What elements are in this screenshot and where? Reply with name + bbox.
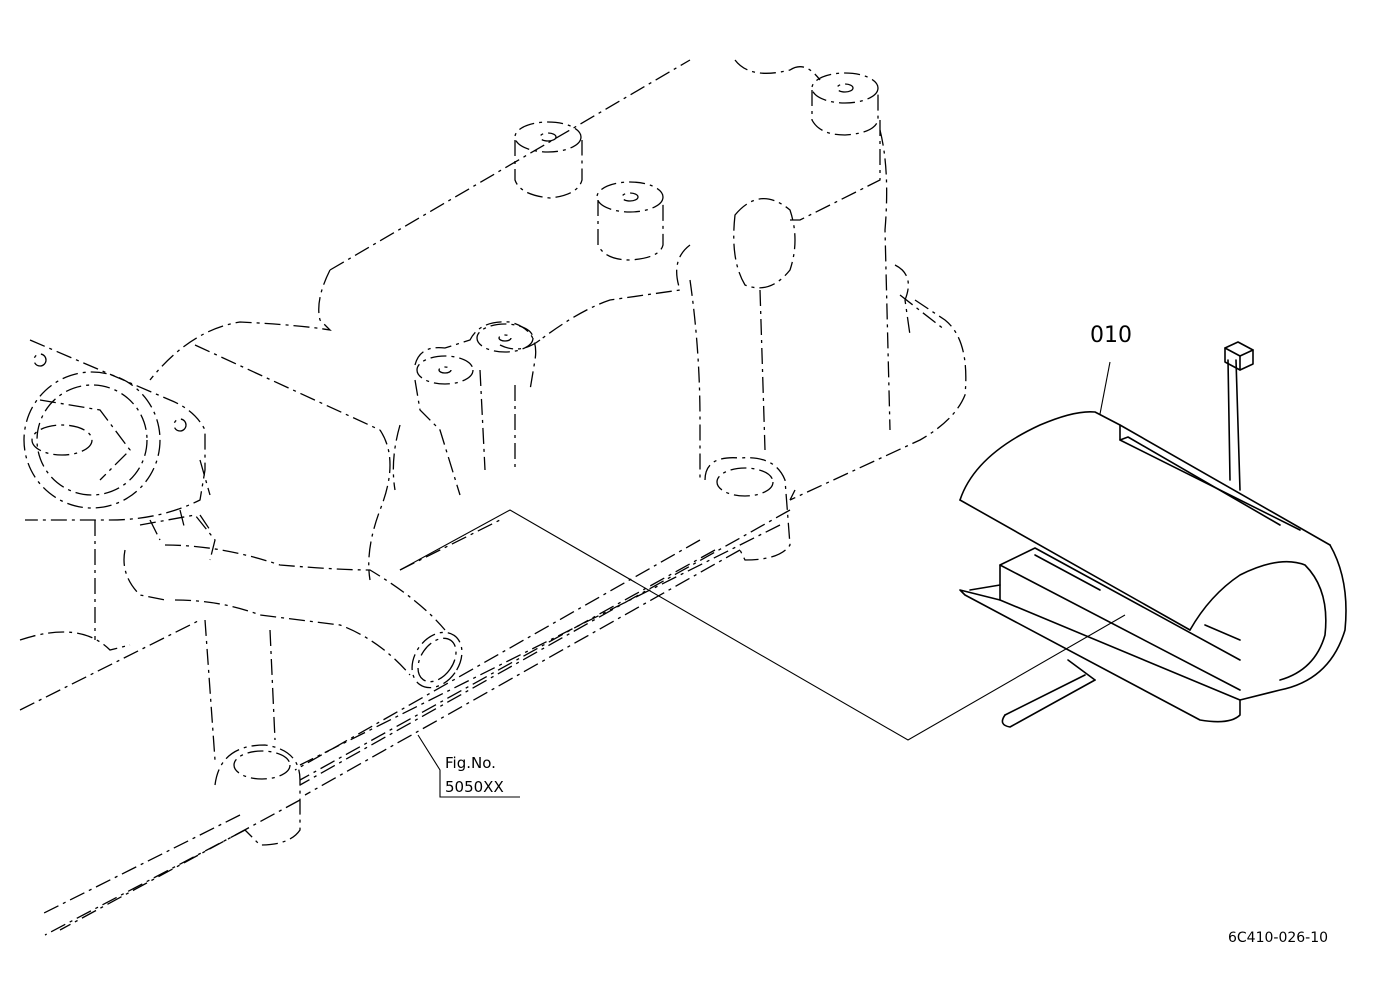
engine-housing-phantom bbox=[19, 59, 967, 936]
installation-path-leader bbox=[399, 509, 1126, 741]
drawing-code: 6C410-026-10 bbox=[1228, 930, 1328, 946]
part-callout-number: 010 bbox=[1090, 323, 1132, 348]
part-callout-leader bbox=[1099, 361, 1111, 415]
heat-shield-cover-icon bbox=[959, 410, 1347, 728]
reference-label-line2: 5050XX bbox=[445, 778, 504, 796]
reference-leader bbox=[417, 734, 520, 798]
cable-tie-icon bbox=[1224, 341, 1254, 491]
reference-label-line1: Fig.No. bbox=[445, 754, 496, 772]
